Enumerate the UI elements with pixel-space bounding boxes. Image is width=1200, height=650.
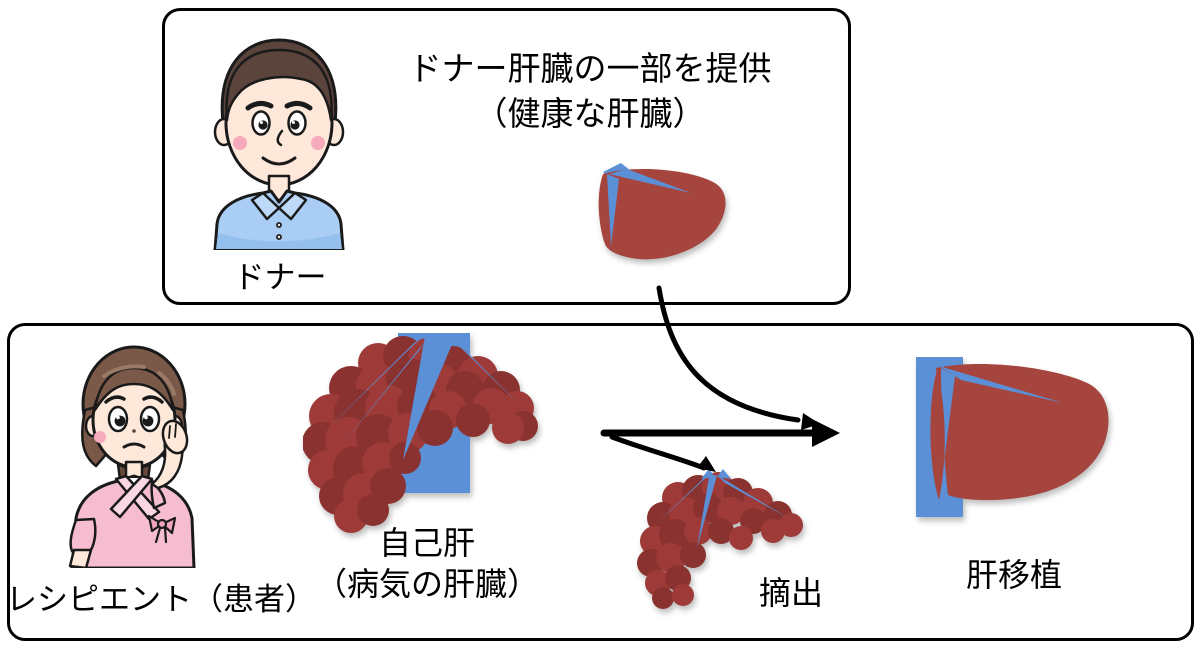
transplanted-healthy-liver (916, 357, 1109, 517)
native-liver-label-line2: （病気の肝臓） (314, 566, 539, 602)
donor-to-transplant-arrow (656, 285, 801, 423)
cirrhotic-native-liver (303, 333, 538, 533)
donor-title-line1: ドナー肝臓の一部を提供 (408, 50, 772, 87)
portal-vessel-streak (609, 169, 691, 193)
extraction-arrowhead (697, 456, 716, 472)
native-liver-label-line1: 自己肝 (378, 525, 475, 561)
recipient-person-illustration (68, 345, 196, 568)
vessel-fan (328, 336, 521, 460)
vessel-fan (655, 469, 788, 548)
gown-bow (147, 514, 177, 544)
donor-person-illustration (213, 38, 345, 250)
diseased-liver-illustration (303, 333, 538, 533)
extracted-liver-illustration (637, 469, 803, 609)
donor-title-line2: （健康な肝臓） (474, 95, 706, 132)
donor-panel-title: ドナー肝臓の一部を提供 （健康な肝臓） (372, 46, 808, 136)
extraction-label: 摘出 (758, 575, 823, 611)
transplant-label: 肝移植 (965, 557, 1062, 593)
healthy-liver-graft (598, 163, 726, 260)
native-liver-label: 自己肝 （病気の肝臓） (297, 523, 557, 605)
male-donor-cartoon (213, 38, 345, 250)
donor-arrowhead (801, 413, 820, 430)
portal-vessel-streak (939, 366, 1063, 403)
hepatic-vessel-wedge (607, 174, 619, 246)
native-to-extraction-arrow (609, 434, 707, 471)
transplant-arrowhead (812, 419, 840, 447)
female-patient-cartoon (68, 345, 196, 568)
recipient-person-label: レシピエント（患者） (6, 582, 316, 617)
transplanted-liver-illustration (916, 357, 1109, 517)
donor-liver-graft-illustration (598, 163, 726, 260)
removed-diseased-liver (637, 469, 803, 609)
donor-person-label: ドナー (233, 260, 327, 295)
